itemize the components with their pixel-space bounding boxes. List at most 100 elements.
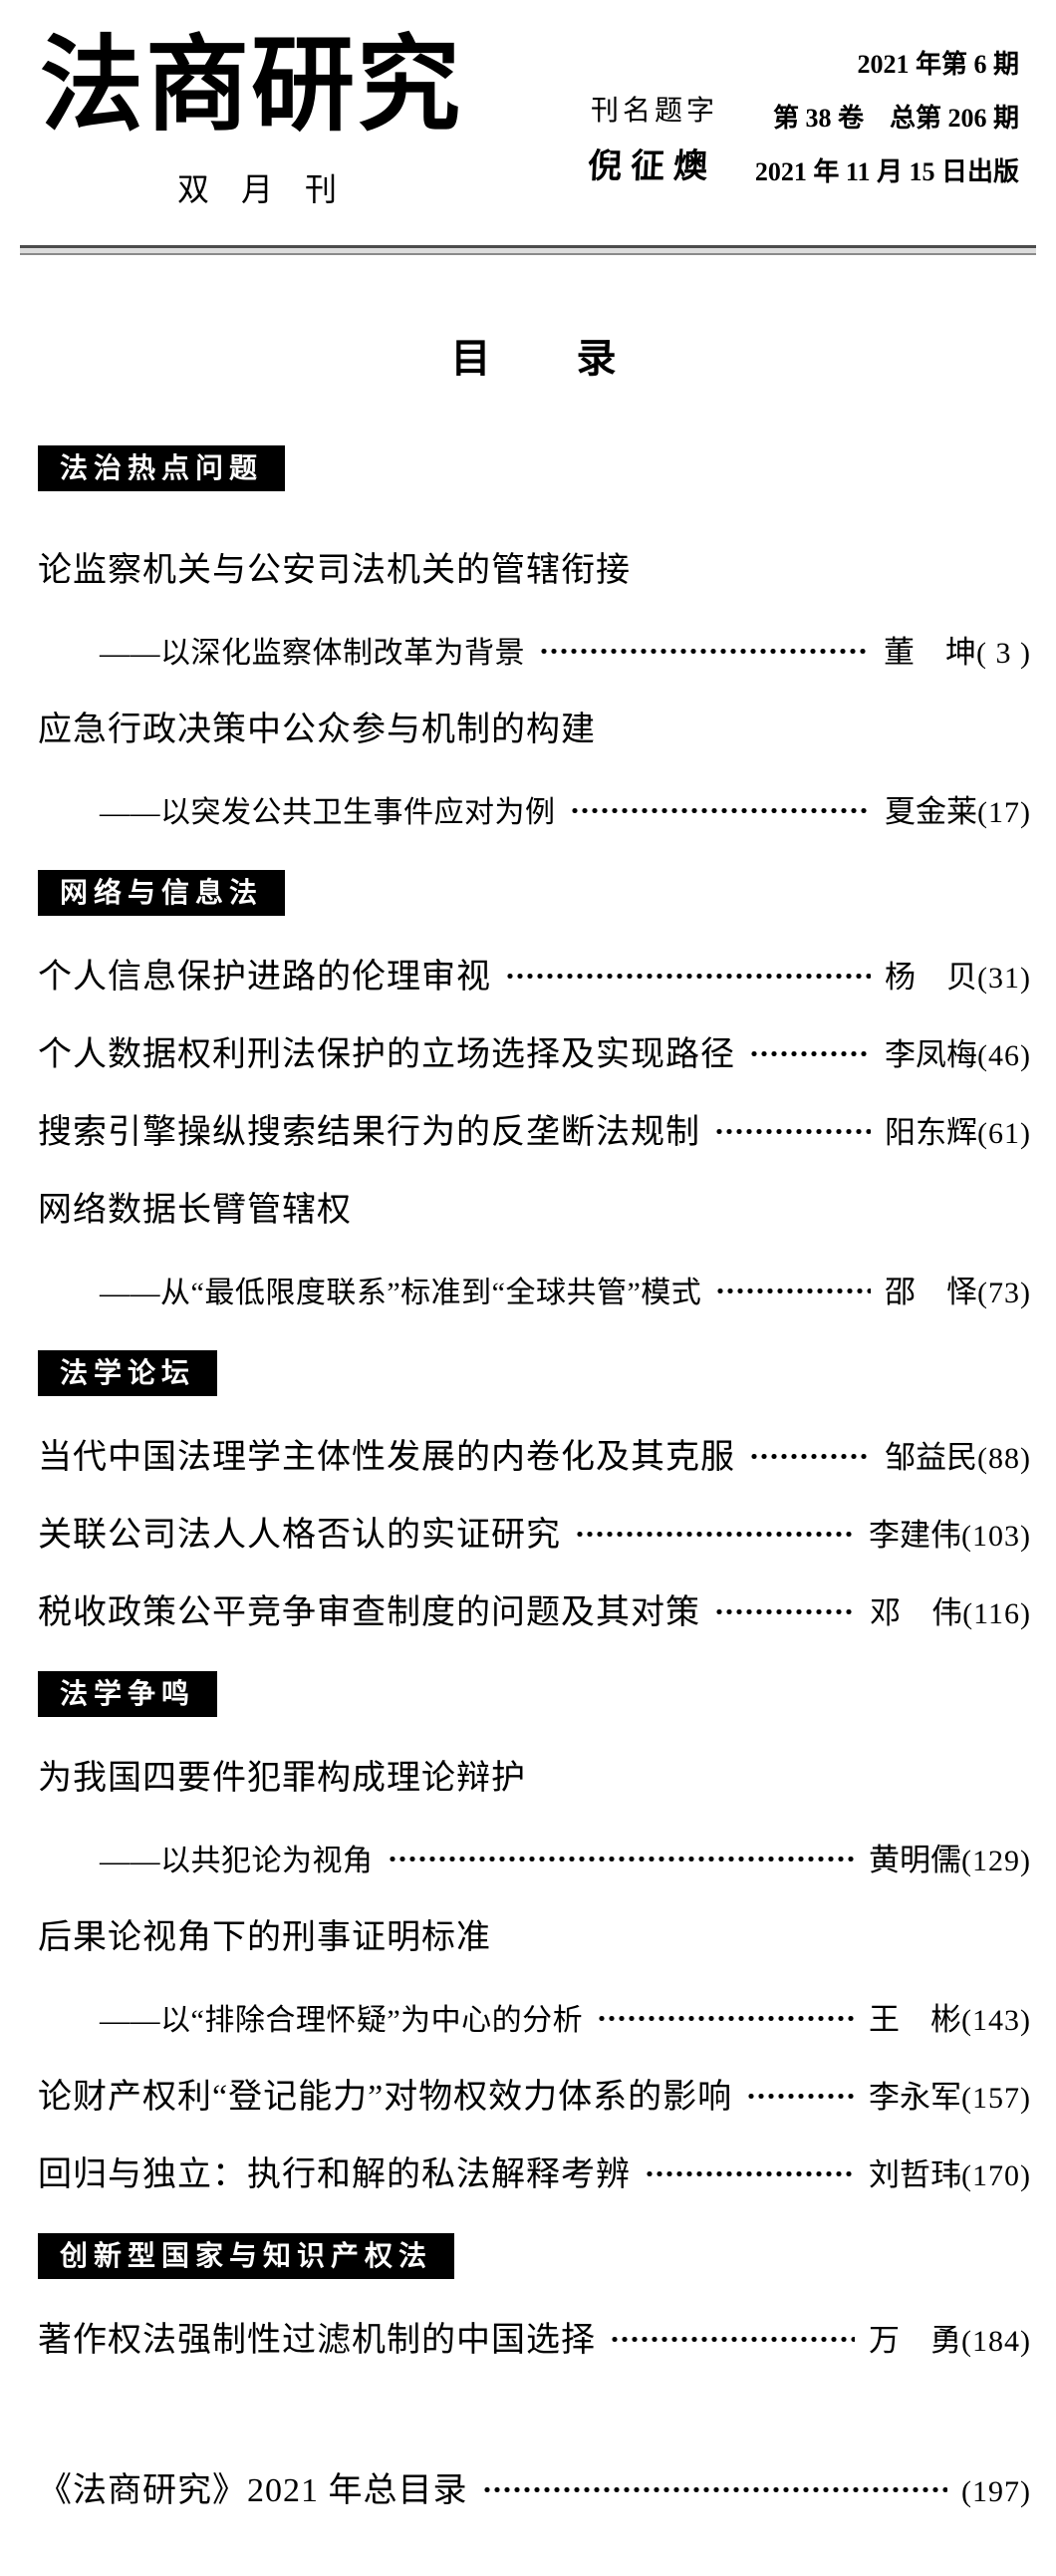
page-number: ( 3 ) xyxy=(976,637,1031,670)
inscription-signature: 倪征燠 xyxy=(587,148,717,185)
section-banner: 法治热点问题 xyxy=(38,445,286,491)
article-title: 为我国四要件犯罪构成理论辩护 xyxy=(38,1760,526,1797)
section-banner: 法学论坛 xyxy=(38,1350,218,1396)
page-number: (184) xyxy=(961,2325,1031,2358)
page-number: (157) xyxy=(961,2082,1031,2115)
toc-entry: 后果论视角下的刑事证明标准 xyxy=(38,1920,1031,1956)
dot-leader xyxy=(597,2016,856,2021)
page-number: (88) xyxy=(977,1442,1031,1475)
dot-leader xyxy=(645,2171,856,2176)
article-author: 董 坤 xyxy=(884,635,977,670)
article-author: 邓 伟 xyxy=(870,1595,963,1630)
page-number: (143) xyxy=(961,2004,1031,2037)
article-title: 后果论视角下的刑事证明标准 xyxy=(38,1919,491,1956)
toc-entry-subtitle: ——以深化监察体制改革为背景 董 坤 ( 3 ) xyxy=(38,635,1031,672)
dot-leader xyxy=(715,1288,872,1293)
article-author: 邹益民 xyxy=(885,1440,978,1475)
page-number: (129) xyxy=(961,1845,1031,1877)
toc-content: 目 录 法治热点问题 论监察机关与公安司法机关的管辖衔接 ——以深化监察体制改革… xyxy=(0,339,1056,2510)
article-title: 关联公司法人人格否认的实证研究 xyxy=(38,1517,561,1554)
dot-leader xyxy=(749,1454,872,1459)
toc-entry-subtitle: ——以“排除合理怀疑”为中心的分析 王 彬 (143) xyxy=(38,2002,1031,2039)
dot-leader xyxy=(714,1609,857,1614)
dot-leader xyxy=(610,2337,856,2342)
article-subtitle: ——以共犯论为视角 xyxy=(100,1845,374,1877)
article-author: 李凤梅 xyxy=(885,1037,978,1072)
toc-entry: 个人信息保护进路的伦理审视 杨 贝 (31) xyxy=(38,960,1031,997)
publish-date-line: 2021 年 11 月 15 日出版 xyxy=(754,157,1019,186)
section-banner: 法学争鸣 xyxy=(38,1671,218,1717)
article-author: 阳东辉 xyxy=(885,1115,978,1150)
inscription-label: 刊名题字 xyxy=(591,96,719,127)
article-author: 王 彬 xyxy=(869,2002,962,2037)
toc-heading: 目 录 xyxy=(450,336,619,381)
dot-leader xyxy=(749,1051,872,1056)
article-author: 李永军 xyxy=(869,2080,962,2115)
article-author: 万 勇 xyxy=(869,2323,962,2358)
issue-number-line: 2021 年第 6 期 xyxy=(857,50,1019,79)
toc-entry: 当代中国法理学主体性发展的内卷化及其克服 邹益民 (88) xyxy=(38,1440,1031,1477)
article-title: 回归与独立：执行和解的私法解释考辨 xyxy=(38,2156,631,2193)
page-number: (103) xyxy=(961,1520,1031,1553)
page-number: (197) xyxy=(961,2475,1031,2508)
dot-leader xyxy=(575,1532,856,1537)
article-author: 夏金莱 xyxy=(885,794,978,829)
article-author: 杨 贝 xyxy=(885,960,978,995)
article-subtitle: ——以突发公共卫生事件应对为例 xyxy=(100,796,556,829)
toc-entry-subtitle: ——以共犯论为视角 黄明儒 (129) xyxy=(38,1843,1031,1879)
frequency-label: 双 月 刊 xyxy=(177,171,338,207)
page-number: (46) xyxy=(977,1039,1031,1072)
page-number: (31) xyxy=(977,962,1031,995)
toc-entry-subtitle: ——以突发公共卫生事件应对为例 夏金莱 (17) xyxy=(38,794,1031,831)
year-index-title: 《法商研究》2021 年总目录 xyxy=(38,2472,468,2509)
toc-entry: 回归与独立：执行和解的私法解释考辨 刘哲玮 (170) xyxy=(38,2157,1031,2194)
year-index-entry: 《法商研究》2021 年总目录 (197) xyxy=(38,2473,1031,2510)
toc-entry: 税收政策公平竞争审查制度的问题及其对策 邓 伟 (116) xyxy=(38,1595,1031,1632)
toc-entry: 搜索引擎操纵搜索结果行为的反垄断法规制 阳东辉 (61) xyxy=(38,1115,1031,1152)
page-number: (61) xyxy=(977,1117,1031,1150)
article-author: 刘哲玮 xyxy=(869,2157,962,2192)
page-number: (17) xyxy=(977,796,1031,829)
article-title: 论财产权利“登记能力”对物权效力体系的影响 xyxy=(38,2079,733,2116)
article-author: 邵 怿 xyxy=(885,1275,978,1309)
toc-entry: 论监察机关与公安司法机关的管辖衔接 xyxy=(38,553,1031,589)
dot-leader xyxy=(481,2487,948,2492)
article-title: 著作权法强制性过滤机制的中国选择 xyxy=(38,2322,596,2359)
article-title: 网络数据长臂管辖权 xyxy=(38,1192,352,1229)
article-subtitle: ——以“排除合理怀疑”为中心的分析 xyxy=(100,2004,584,2037)
toc-entry: 网络数据长臂管辖权 xyxy=(38,1193,1031,1229)
article-title: 个人信息保护进路的伦理审视 xyxy=(38,959,491,996)
toc-entry-subtitle: ——从“最低限度联系”标准到“全球共管”模式 邵 怿 (73) xyxy=(38,1275,1031,1311)
dot-leader xyxy=(505,974,872,979)
article-title: 税收政策公平竞争审查制度的问题及其对策 xyxy=(38,1594,700,1631)
article-title: 应急行政决策中公众参与机制的构建 xyxy=(38,712,596,748)
dot-leader xyxy=(746,2094,856,2099)
section-banner: 网络与信息法 xyxy=(38,870,286,916)
article-author: 黄明儒 xyxy=(869,1843,962,1877)
toc-entry: 为我国四要件犯罪构成理论辩护 xyxy=(38,1761,1031,1797)
toc-entry: 个人数据权利刑法保护的立场选择及实现路径 李凤梅 (46) xyxy=(38,1037,1031,1074)
article-subtitle: ——从“最低限度联系”标准到“全球共管”模式 xyxy=(100,1277,702,1309)
volume-line: 第 38 卷 总第 206 期 xyxy=(772,104,1019,133)
dot-leader xyxy=(569,808,872,813)
article-subtitle: ——以深化监察体制改革为背景 xyxy=(100,637,525,670)
article-title: 论监察机关与公安司法机关的管辖衔接 xyxy=(38,552,631,589)
masthead: 法商研究 双 月 刊 刊名题字 倪征燠 2021 年第 6 期 第 38 卷 总… xyxy=(0,0,1056,245)
toc-entry: 著作权法强制性过滤机制的中国选择 万 勇 (184) xyxy=(38,2323,1031,2360)
article-title: 个人数据权利刑法保护的立场选择及实现路径 xyxy=(38,1036,735,1073)
page-number: (73) xyxy=(977,1277,1031,1309)
article-author: 李建伟 xyxy=(869,1518,962,1553)
dot-leader xyxy=(539,649,871,654)
journal-title-calligraphy: 法商研究 xyxy=(40,29,463,143)
article-title: 搜索引擎操纵搜索结果行为的反垄断法规制 xyxy=(38,1114,700,1151)
toc-entry: 论财产权利“登记能力”对物权效力体系的影响 李永军 (157) xyxy=(38,2080,1031,2117)
dot-leader xyxy=(714,1129,872,1134)
section-banner: 创新型国家与知识产权法 xyxy=(38,2233,455,2279)
page-number: (170) xyxy=(961,2159,1031,2192)
page-number: (116) xyxy=(962,1597,1031,1630)
toc-entry: 关联公司法人人格否认的实证研究 李建伟 (103) xyxy=(38,1518,1031,1555)
dot-leader xyxy=(387,1857,856,1861)
masthead-divider-rule xyxy=(20,245,1036,255)
article-title: 当代中国法理学主体性发展的内卷化及其克服 xyxy=(38,1439,735,1476)
